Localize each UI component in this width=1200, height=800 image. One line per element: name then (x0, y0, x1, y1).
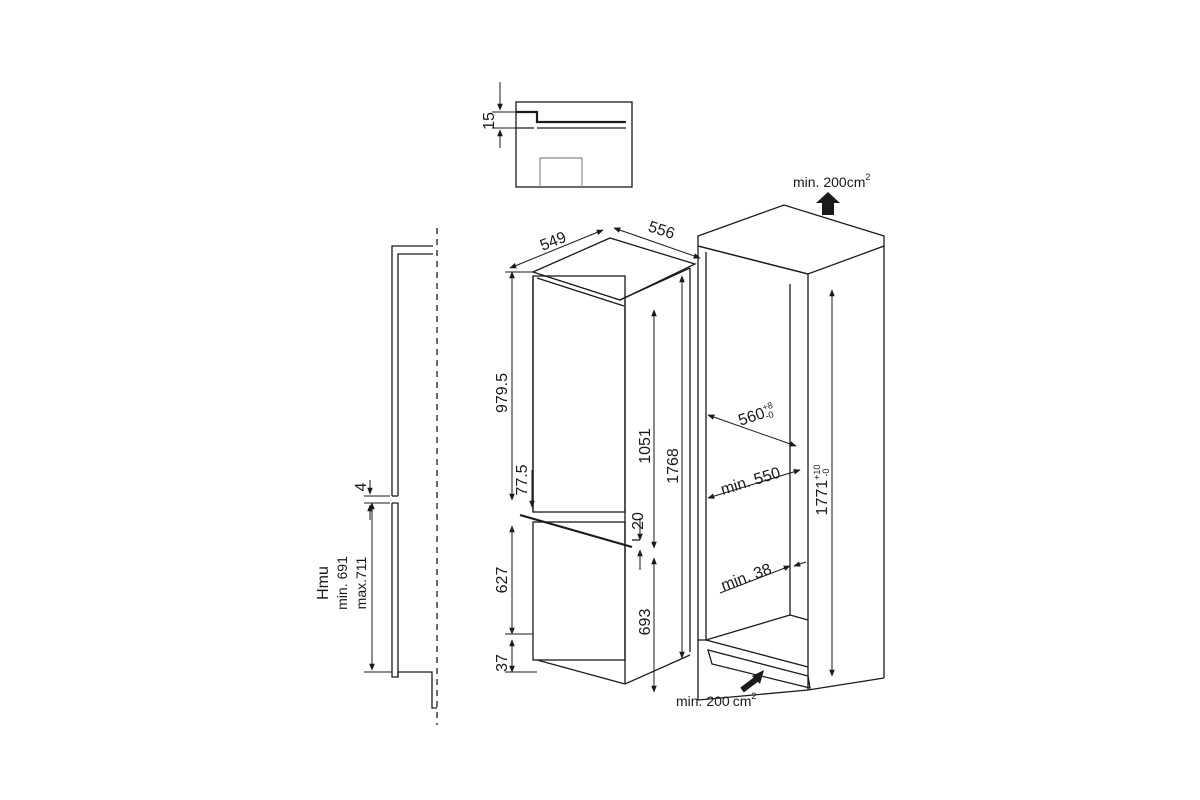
appliance-view: 549 556 979.5 77.5 627 37 1051 1768 20 6… (494, 219, 701, 693)
door-gap-offset-label: 77.5 (514, 464, 531, 495)
upper-section-label: 1051 (637, 428, 654, 464)
hmu-label: Hmu (315, 566, 332, 600)
hmu-max-label: max.711 (353, 556, 369, 609)
depth-label: 549 (538, 229, 569, 255)
hmu-min-label: min. 691 (334, 556, 350, 610)
lower-section-label: 693 (637, 609, 654, 636)
upper-door-label: 979.5 (494, 373, 511, 413)
plinth-label: 37 (494, 654, 511, 672)
vent-gap-label: min. 38 (719, 561, 774, 595)
side-gap-label: 4 (353, 482, 370, 491)
total-height-label: 1768 (665, 448, 682, 484)
side-profile-view: 4 Hmu min. 691 max.711 (315, 228, 438, 725)
niche-depth-label: min. 550 (719, 465, 783, 499)
door-gap-label: 20 (630, 512, 647, 530)
top-gap-detail: 15 (481, 82, 633, 188)
niche-height-label: 1771+10-0 (812, 465, 831, 516)
lower-door-label: 627 (494, 567, 511, 594)
niche-width-label: 560+8-0 (736, 400, 777, 429)
vent-top-label: min. 200cm2 (793, 172, 870, 190)
detail-gap-label: 15 (481, 112, 498, 130)
width-label: 556 (646, 219, 677, 243)
